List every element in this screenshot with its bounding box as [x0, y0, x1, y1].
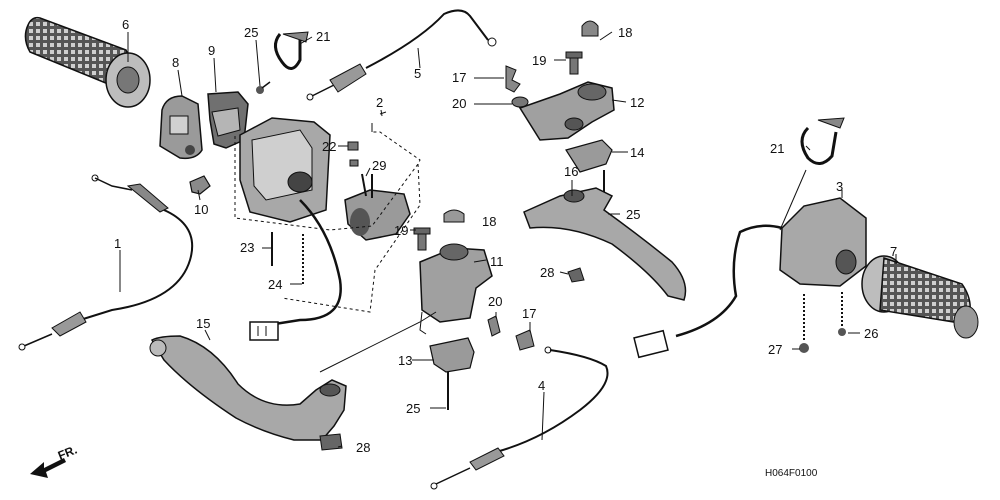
callout-14: 14	[630, 145, 644, 160]
left-grip	[24, 16, 151, 108]
callout-21-right: 21	[770, 141, 784, 156]
callout-4: 4	[538, 378, 545, 393]
callout-29: 29	[372, 158, 386, 173]
right-band-clamp	[800, 117, 845, 165]
left-switch-assembly	[234, 111, 421, 341]
callout-1: 1	[114, 236, 121, 251]
callout-9: 9	[208, 43, 215, 58]
front-direction-arrow: FR.	[30, 443, 79, 478]
callout-labels: 6 8 9 10 1 25 21 2 5 22 29 23 24 18 19 1…	[114, 17, 897, 455]
center-lever-perch	[413, 209, 535, 410]
callout-8: 8	[172, 55, 179, 70]
callout-28-right: 28	[540, 265, 554, 280]
callout-6: 6	[122, 17, 129, 32]
callout-15: 15	[196, 316, 210, 331]
callout-26: 26	[864, 326, 878, 341]
small-fasteners-left	[256, 81, 359, 285]
callout-28-left: 28	[356, 440, 370, 455]
diagram-code: H064F0100	[765, 468, 818, 479]
callout-27: 27	[768, 342, 782, 357]
callout-25-top: 25	[244, 25, 258, 40]
lower-left-lever	[149, 311, 437, 451]
direction-label: FR.	[56, 443, 79, 463]
callout-13: 13	[398, 353, 412, 368]
switch-cover	[159, 95, 203, 160]
callout-25-right: 25	[626, 207, 640, 222]
right-grip	[861, 255, 979, 339]
callout-20-top: 20	[452, 96, 466, 111]
cable-4	[430, 346, 609, 490]
callout-16: 16	[564, 164, 578, 179]
callout-19-center: 19	[394, 223, 408, 238]
callout-21-left: 21	[316, 29, 330, 44]
callout-17-center: 17	[522, 306, 536, 321]
callout-3: 3	[836, 179, 843, 194]
upper-lever-bracket	[505, 20, 615, 214]
callout-12: 12	[630, 95, 644, 110]
callout-22: 22	[322, 139, 336, 154]
callout-18-center: 18	[482, 214, 496, 229]
left-band-clamp	[274, 31, 309, 70]
callout-18-top: 18	[618, 25, 632, 40]
callout-19-top: 19	[532, 53, 546, 68]
callout-10: 10	[194, 202, 208, 217]
callout-25-center: 25	[406, 401, 420, 416]
callout-7: 7	[890, 244, 897, 259]
cable-5	[306, 9, 497, 101]
callout-5: 5	[414, 66, 421, 81]
right-switch-assembly	[633, 169, 867, 359]
callout-23: 23	[240, 240, 254, 255]
cable-1	[18, 174, 194, 351]
clip-piece	[189, 175, 211, 195]
callout-20-center: 20	[488, 294, 502, 309]
callout-24: 24	[268, 277, 282, 292]
callout-11: 11	[490, 254, 504, 269]
leader-lines	[119, 31, 897, 448]
callout-17-top: 17	[452, 70, 466, 85]
right-upper-lever	[523, 187, 687, 301]
callout-2: 2	[376, 95, 383, 110]
